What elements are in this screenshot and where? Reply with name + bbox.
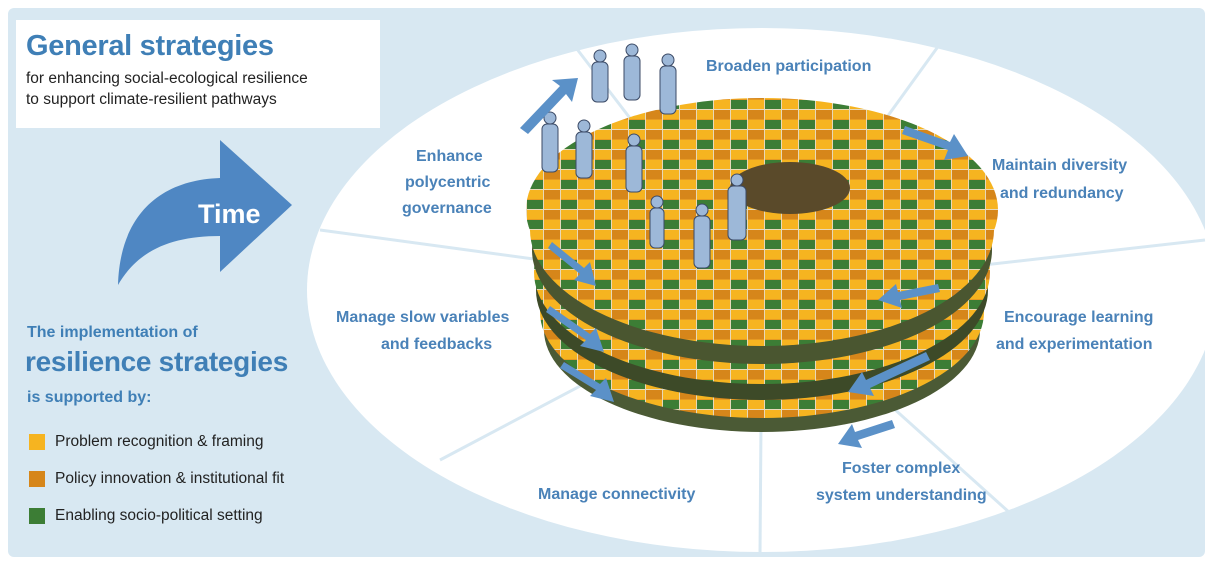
legend-swatch-problem bbox=[29, 434, 45, 450]
label-diversity-line1: Maintain diversity bbox=[992, 157, 1127, 174]
people-figures bbox=[541, 43, 747, 269]
legend-item-enabling: Enabling socio-political setting bbox=[29, 507, 284, 525]
subtitle-line1: for enhancing social-ecological resilien… bbox=[26, 70, 308, 87]
label-slow-line1: Manage slow variables bbox=[336, 309, 510, 326]
label-diversity-line2: and redundancy bbox=[1000, 185, 1124, 202]
label-broaden-participation: Broaden participation bbox=[706, 58, 871, 75]
legend-label-problem: Problem recognition & framing bbox=[55, 433, 264, 450]
legend-swatch-enabling bbox=[29, 508, 45, 524]
page-subtitle: for enhancing social-ecological resilien… bbox=[26, 68, 308, 110]
spiral-disc-stack bbox=[526, 98, 998, 432]
time-arrow-icon bbox=[118, 140, 292, 285]
implementation-line3: is supported by: bbox=[27, 389, 152, 406]
label-poly-line1: Enhance bbox=[416, 148, 483, 165]
label-poly-line2: polycentric bbox=[405, 174, 490, 191]
legend-swatch-policy bbox=[29, 471, 45, 487]
legend-label-policy: Policy innovation & institutional fit bbox=[55, 470, 285, 487]
subtitle-line2: to support climate-resilient pathways bbox=[26, 91, 277, 108]
label-learning-line1: Encourage learning bbox=[1004, 309, 1153, 326]
page-title: General strategies bbox=[26, 30, 274, 62]
label-complex-line1: Foster complex bbox=[842, 460, 960, 477]
title-box bbox=[16, 20, 380, 128]
legend-item-problem: Problem recognition & framing bbox=[29, 433, 284, 451]
label-connectivity: Manage connectivity bbox=[538, 486, 695, 503]
flow-arrows bbox=[520, 78, 968, 448]
label-slow-line2: and feedbacks bbox=[381, 336, 492, 353]
legend-item-policy: Policy innovation & institutional fit bbox=[29, 470, 284, 488]
time-label: Time bbox=[198, 199, 261, 229]
label-complex-line2: system understanding bbox=[816, 487, 987, 504]
legend-label-enabling: Enabling socio-political setting bbox=[55, 507, 263, 524]
implementation-line1: The implementation of bbox=[27, 324, 198, 341]
label-learning-line2: and experimentation bbox=[996, 336, 1152, 353]
legend: Problem recognition & framing Policy inn… bbox=[29, 433, 284, 544]
label-poly-line3: governance bbox=[402, 200, 492, 217]
implementation-line2: resilience strategies bbox=[25, 346, 288, 377]
